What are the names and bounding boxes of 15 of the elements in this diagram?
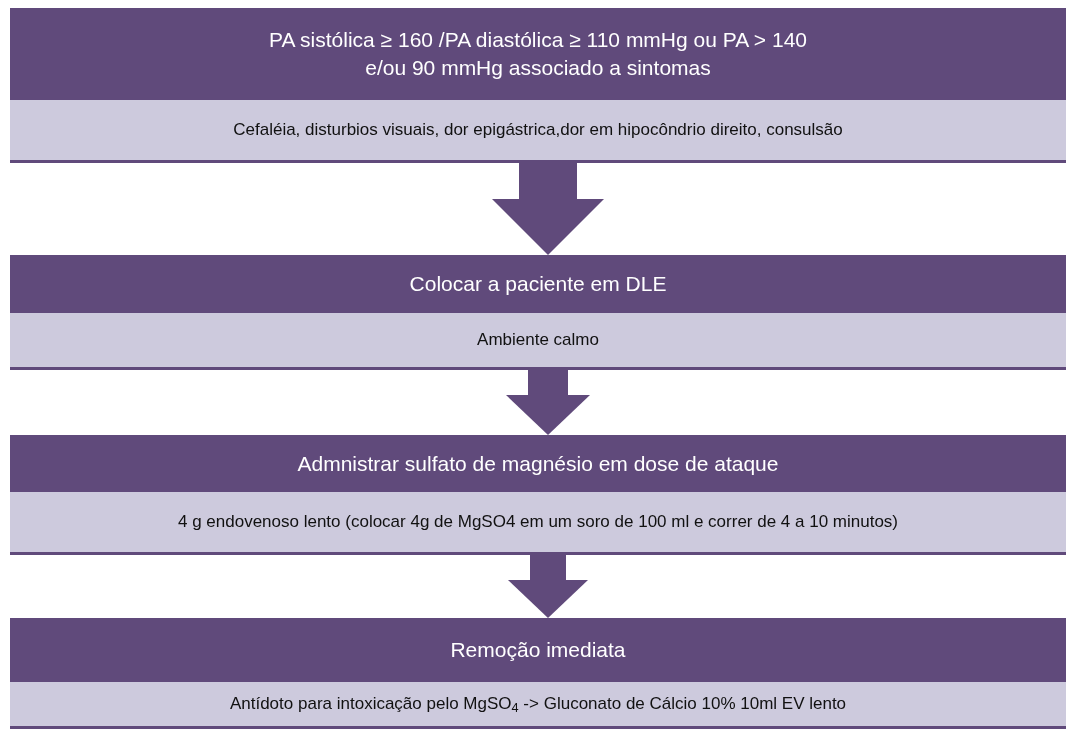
step-card [10,8,1066,163]
step-title: Admnistrar sulfato de magnésio em dose de ataque [297,450,779,477]
step-title: PA sistólica ≥ 160 /PA diastólica ≥ 110 mmHg ou PA > 140 e/ou 90 mmHg associado a sintomas [267,27,808,81]
step-detail: Ambiente calmo [477,329,599,352]
step-title: Colocar a paciente em DLE [409,271,667,297]
step-card [10,435,1066,555]
step-card [10,618,1066,729]
block-arrow [492,163,604,255]
block-arrow [506,370,590,435]
step-card [10,255,1066,370]
step-detail: 4 g endovenoso lento (colocar 4g de MgSO4 em um soro de 100 ml e correr de 4 a 10 minutos) [177,511,899,534]
step-title: Remoção imediata [450,637,626,663]
block-arrow [508,555,588,618]
step-detail: Cefaléia, disturbios visuais, dor epigástrica,dor em hipocôndrio direito, consulsão [233,119,843,142]
step-detail: Antídoto para intoxicação pelo MgSO$_{4}$ -> Gluconato de Cálcio 10% 10ml EV lento [229,693,847,717]
